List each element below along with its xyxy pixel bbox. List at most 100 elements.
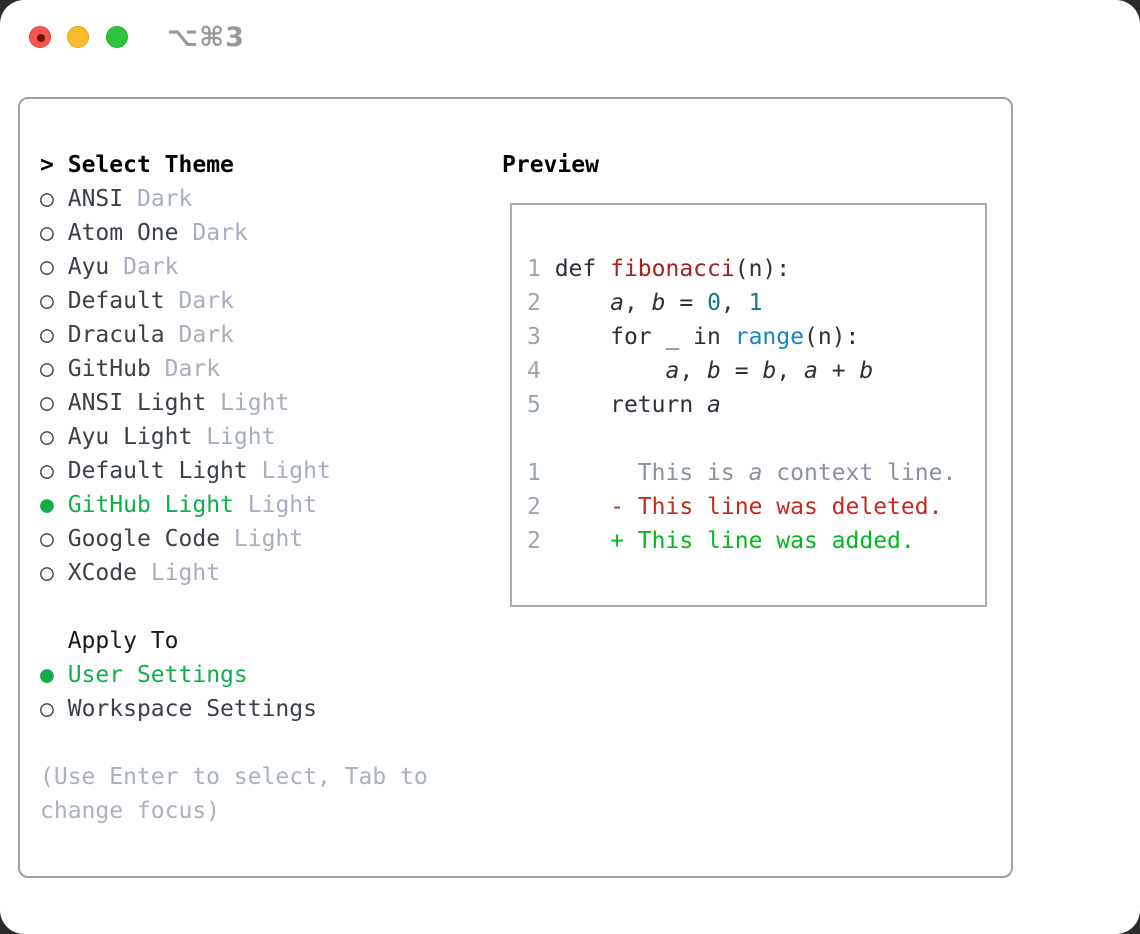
code-segment — [555, 358, 666, 384]
code-segment: range — [734, 324, 804, 350]
theme-variant: Light — [150, 560, 221, 586]
theme-variant: Light — [261, 458, 331, 484]
code-segment: 2 — [527, 494, 555, 520]
theme-option-ayu-light[interactable]: ○ Ayu Light Light — [40, 420, 428, 454]
theme-option-ansi[interactable]: ○ ANSI Dark — [40, 182, 428, 216]
radio-unselected-icon: ○ — [40, 254, 54, 280]
theme-list-column: > Select Theme ○ ANSI Dark○ Atom One Dar… — [40, 148, 428, 828]
window-title-shortcut: ⌥⌘3 — [167, 22, 245, 53]
theme-option-ayu[interactable]: ○ Ayu Dark — [40, 250, 428, 284]
theme-name: GitHub Light — [67, 492, 234, 518]
theme-option-github[interactable]: ○ GitHub Dark — [40, 352, 428, 386]
theme-name: ANSI — [67, 186, 124, 212]
code-segment: a — [610, 290, 624, 316]
theme-variant: Dark — [178, 322, 234, 348]
select-theme-header: > Select Theme — [40, 148, 428, 182]
theme-variant: Dark — [164, 356, 221, 382]
minimize-traffic-light-icon[interactable] — [67, 26, 89, 48]
theme-variant: Light — [206, 424, 276, 450]
code-segment: 1 — [748, 290, 763, 316]
code-segment: , — [776, 358, 805, 384]
apply-option-label: User Settings — [67, 662, 248, 688]
code-segment: This is — [554, 460, 749, 486]
radio-unselected-icon: ○ — [40, 696, 54, 722]
title-bar: ⌥⌘3 — [0, 0, 1140, 72]
radio-unselected-icon: ○ — [40, 526, 54, 552]
theme-option-dracula[interactable]: ○ Dracula Dark — [40, 318, 428, 352]
theme-variant: Dark — [178, 288, 234, 314]
theme-variant: Light — [233, 526, 304, 552]
radio-unselected-icon: ○ — [40, 390, 54, 416]
code-segment: - This line was deleted. — [554, 494, 943, 520]
cursor-marker: > — [40, 152, 54, 178]
code-segment: 5 — [527, 392, 555, 418]
radio-unselected-icon: ○ — [40, 424, 54, 450]
code-segment: return — [554, 392, 708, 418]
theme-option-xcode[interactable]: ○ XCode Light — [40, 556, 428, 590]
zoom-traffic-light-icon[interactable] — [106, 26, 128, 48]
preview-title: Preview — [502, 152, 599, 178]
code-segment: + This line was added. — [554, 528, 915, 554]
radio-unselected-icon: ○ — [40, 288, 54, 314]
radio-unselected-icon: ○ — [40, 322, 54, 348]
code-segment: b — [762, 358, 777, 384]
spacer — [40, 726, 428, 760]
hint-line-1: (Use Enter to select, Tab to — [40, 764, 428, 790]
code-segment: a — [748, 460, 763, 486]
code-segment: 2 — [527, 290, 555, 316]
code-segment: 4 — [527, 358, 555, 384]
code-line: 2 a, b = 0, 1 — [527, 286, 985, 320]
code-line: 3 for _ in range(n): — [527, 320, 985, 354]
theme-option-google-code[interactable]: ○ Google Code Light — [40, 522, 428, 556]
code-segment: a — [665, 358, 680, 384]
radio-unselected-icon: ○ — [40, 356, 54, 382]
theme-list: ○ ANSI Dark○ Atom One Dark○ Ayu Dark○ De… — [40, 182, 428, 590]
radio-selected-icon: ● — [40, 662, 54, 688]
theme-name: GitHub — [67, 356, 151, 382]
radio-unselected-icon: ○ — [40, 186, 54, 212]
code-segment: 2 — [527, 528, 555, 554]
code-segment: a — [804, 358, 818, 384]
code-line: 5 return a — [527, 388, 985, 422]
theme-variant: Dark — [136, 186, 193, 212]
theme-option-github-light[interactable]: ● GitHub Light Light — [40, 488, 428, 522]
code-line: 1 def fibonacci(n): — [527, 252, 985, 286]
theme-option-default-light[interactable]: ○ Default Light Light — [40, 454, 428, 488]
apply-option-user-settings[interactable]: ● User Settings — [40, 658, 428, 692]
select-theme-title: Select Theme — [67, 152, 234, 178]
apply-to-list: ● User Settings○ Workspace Settings — [40, 658, 428, 726]
theme-option-default[interactable]: ○ Default Dark — [40, 284, 428, 318]
theme-variant: Dark — [123, 254, 179, 280]
code-segment: b — [651, 290, 666, 316]
code-segment: , — [720, 290, 749, 316]
theme-name: Ayu Light — [67, 424, 193, 450]
theme-option-atom-one[interactable]: ○ Atom One Dark — [40, 216, 428, 250]
code-segment: (n): — [734, 256, 791, 282]
code-segment: , — [679, 358, 708, 384]
theme-variant: Light — [220, 390, 290, 416]
apply-to-title: Apply To — [67, 628, 179, 654]
code-segment: = — [720, 358, 763, 384]
theme-name: ANSI Light — [67, 390, 207, 416]
theme-name: XCode — [67, 560, 137, 586]
apply-option-workspace-settings[interactable]: ○ Workspace Settings — [40, 692, 428, 726]
code-segment: fibonacci — [610, 256, 735, 282]
code-segment: + — [817, 358, 860, 384]
radio-selected-icon: ● — [40, 492, 54, 518]
code-segment: def — [554, 256, 611, 282]
code-line: 2 - This line was deleted. — [527, 490, 985, 524]
code-segment: for _ in — [554, 324, 735, 350]
code-segment: 3 — [527, 324, 555, 350]
theme-option-ansi-light[interactable]: ○ ANSI Light Light — [40, 386, 428, 420]
close-traffic-light-icon[interactable] — [29, 26, 51, 48]
code-segment: b — [707, 358, 721, 384]
code-segment: = — [665, 290, 708, 316]
hint-line-2: change focus) — [40, 798, 221, 824]
code-segment: b — [859, 358, 874, 384]
theme-name: Default — [67, 288, 165, 314]
radio-unselected-icon: ○ — [40, 458, 54, 484]
theme-variant: Light — [247, 492, 317, 518]
